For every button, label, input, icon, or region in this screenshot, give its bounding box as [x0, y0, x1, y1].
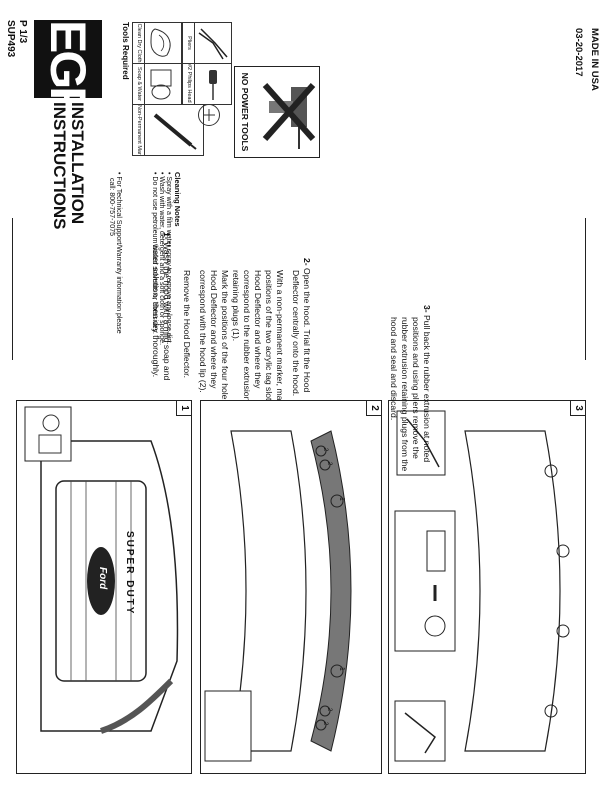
tool-screwdriver: #2 Philips Head Screwdriver: [182, 63, 232, 105]
step-1: 1- Wash the hood with a mild soap and wa…: [150, 232, 172, 382]
callout-1a: 1: [338, 497, 345, 501]
step-1-line-1: Wash the hood with a mild soap and: [162, 242, 172, 381]
step-3-text: 3- Pull back the rubber extrusion at not…: [388, 305, 432, 475]
step-2-line-11: correspond with the hood lip (2).: [198, 270, 208, 393]
step-3-line-4: hood and seal and discard.: [389, 317, 399, 421]
step-2-line-13: Remove the Hood Deflector.: [182, 270, 192, 378]
step-3-line-3: rubber extrusion retaining plugs from th…: [400, 317, 410, 472]
figure-1-panel: 1 SUPER DUTY Ford: [16, 400, 192, 774]
screwdriver-icon: [209, 70, 217, 100]
cloth-icon: [150, 28, 171, 57]
tool-label-pliers: Pliers: [182, 22, 195, 64]
step-2-line-6: Hood Deflector and where they: [253, 270, 263, 389]
callout-2a: 2: [322, 448, 328, 452]
rubber-plug-removal-illustration: [394, 410, 570, 762]
callout-2d: 2: [322, 722, 328, 726]
step-3-line-2: positions and using pliers remove the: [411, 317, 421, 459]
title-instructions: INSTALLATION INSTRUCTIONS: [50, 102, 87, 230]
soap-bucket-icon: [150, 69, 172, 100]
step-3-number: 3-: [422, 305, 432, 316]
pliers-icon: [198, 28, 228, 60]
hood-deflector-illustration: [204, 430, 352, 762]
tool-label-soap: Soap & Water: [132, 63, 145, 105]
no-power-tools-label: NO POWER TOOLS: [240, 72, 250, 152]
made-in-usa: MADE IN USA: [589, 28, 600, 91]
step-3-line-1: Pull back the rubber extrusion at noted: [422, 315, 432, 463]
ford-badge-text: Ford: [97, 567, 108, 590]
tool-label-marker: Non-Permanent Marker: [132, 104, 145, 156]
tool-soap-water: Soap & Water: [132, 63, 182, 105]
tool-pliers: Pliers: [182, 22, 232, 64]
callout-2b: 2: [326, 462, 332, 466]
step-2-line-1: Open the hood. Trial fit the Hood: [302, 268, 312, 393]
grille-badge-text: SUPER DUTY: [124, 531, 135, 616]
document-date: 03-20-2017: [573, 28, 584, 77]
step-1-number: 1-: [162, 232, 172, 240]
step-2-line-8: retaining plugs (1).: [231, 270, 241, 342]
step-2-line-2: Deflector centrally onto the hood.: [291, 270, 301, 397]
tool-label-cloth: Clean Dry Cloth: [132, 22, 145, 64]
step-2-number: 2-: [302, 258, 312, 266]
truck-front-illustration: [24, 406, 179, 734]
marker-icon: [153, 113, 197, 150]
page-number: P 1/3: [17, 20, 28, 44]
figure-3-panel: 3: [388, 400, 586, 774]
figure-3-number: 3: [570, 400, 586, 416]
step-1-line-2: water solution, then dry thoroughly.: [151, 244, 161, 378]
callout-1b: 1: [338, 667, 345, 671]
title-line-2: INSTRUCTIONS: [50, 102, 69, 230]
cross-head-icon: [203, 109, 215, 121]
tool-label-screwdriver: #2 Philips Head Screwdriver: [182, 63, 195, 105]
part-number: SUP493: [5, 20, 16, 58]
tool-cloth: Clean Dry Cloth: [132, 22, 182, 64]
callout-2c: 2: [326, 708, 332, 712]
figure-2-number: 2: [366, 400, 382, 416]
tool-marker: Non-Permanent Marker: [132, 104, 204, 156]
no-power-tools-box: NO POWER TOOLS: [234, 66, 320, 158]
step-2-line-10: Hood Deflector and where they: [209, 270, 219, 389]
no-drill-icon: [262, 83, 316, 149]
tools-heading: Tools Required: [121, 22, 130, 80]
figure-2-panel: 2 1 1 2 2 2 2: [200, 400, 382, 774]
figure-1-number: 1: [176, 400, 192, 416]
phillips-screw-icon: [198, 104, 220, 126]
step-2-line-7: correspond to the rubber extrusion: [242, 270, 252, 402]
egr-logo: EGR: [34, 20, 102, 119]
title-line-1: INSTALLATION: [68, 102, 87, 225]
